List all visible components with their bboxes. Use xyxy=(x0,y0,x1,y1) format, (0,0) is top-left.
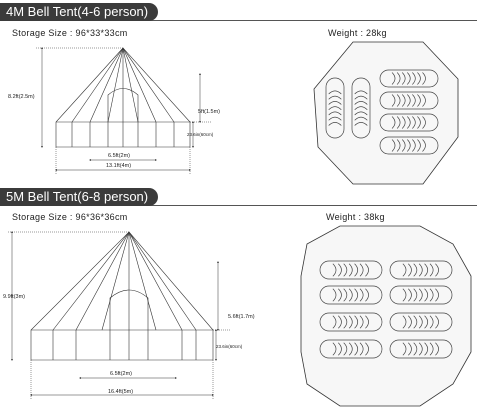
section-title-5m: 5M Bell Tent(6-8 person) xyxy=(0,188,159,206)
sleeping-bag-icon xyxy=(389,285,453,305)
sleeping-bag-icon xyxy=(351,77,371,139)
sleeping-bag-icon xyxy=(379,69,439,88)
tent-side-view-5m xyxy=(30,231,214,361)
floor-plan-5m xyxy=(300,225,472,407)
sleeping-bag-icon xyxy=(379,91,439,110)
tent-side-view-4m xyxy=(55,47,191,148)
sleeping-bag-icon xyxy=(325,77,345,139)
dimension-lines-4m xyxy=(36,47,212,174)
weight-4m: Weight : 28kg xyxy=(328,28,387,38)
section-title-4m: 4M Bell Tent(4-6 person) xyxy=(0,3,159,21)
sleeping-bags-5m xyxy=(319,260,453,359)
dim-height-5m: 9.9ft(3m) xyxy=(3,294,25,300)
dim-wall-4m: 23.6in(60cm) xyxy=(187,132,214,137)
sleeping-bag-icon xyxy=(379,113,439,132)
sleeping-bag-icon xyxy=(319,285,383,305)
floor-plan-4m xyxy=(313,41,459,185)
storage-size-4m: Storage Size : 96*33*33cm xyxy=(12,28,128,38)
section-divider xyxy=(0,20,477,21)
sleeping-bags-4m xyxy=(325,69,439,155)
sleeping-bag-icon xyxy=(389,312,453,332)
sleeping-bag-icon xyxy=(319,312,383,332)
section-divider xyxy=(0,205,477,206)
dimension-lines-5m xyxy=(8,231,230,399)
dim-door-5m: 6.5ft(2m) xyxy=(110,371,132,377)
dim-height-4m: 8.2ft(2.5m) xyxy=(8,94,35,100)
dim-door-4m: 6.5ft(2m) xyxy=(108,153,130,159)
sleeping-bag-icon xyxy=(389,260,453,280)
dim-wall-top-4m: 5ft(1.5m) xyxy=(198,109,220,115)
dim-diameter-5m: 16.4ft(5m) xyxy=(108,389,133,395)
sleeping-bag-icon xyxy=(319,260,383,280)
dim-diameter-4m: 13.1ft(4m) xyxy=(106,163,131,169)
storage-size-5m: Storage Size : 96*36*36cm xyxy=(12,212,128,222)
sleeping-bag-icon xyxy=(379,136,439,155)
sleeping-bag-icon xyxy=(319,339,383,359)
weight-5m: Weight : 38kg xyxy=(326,212,385,222)
sleeping-bag-icon xyxy=(389,339,453,359)
dim-wall-5m: 23.6in(60cm) xyxy=(216,344,243,349)
dim-wall-top-5m: 5.6ft(1.7m) xyxy=(228,314,255,320)
